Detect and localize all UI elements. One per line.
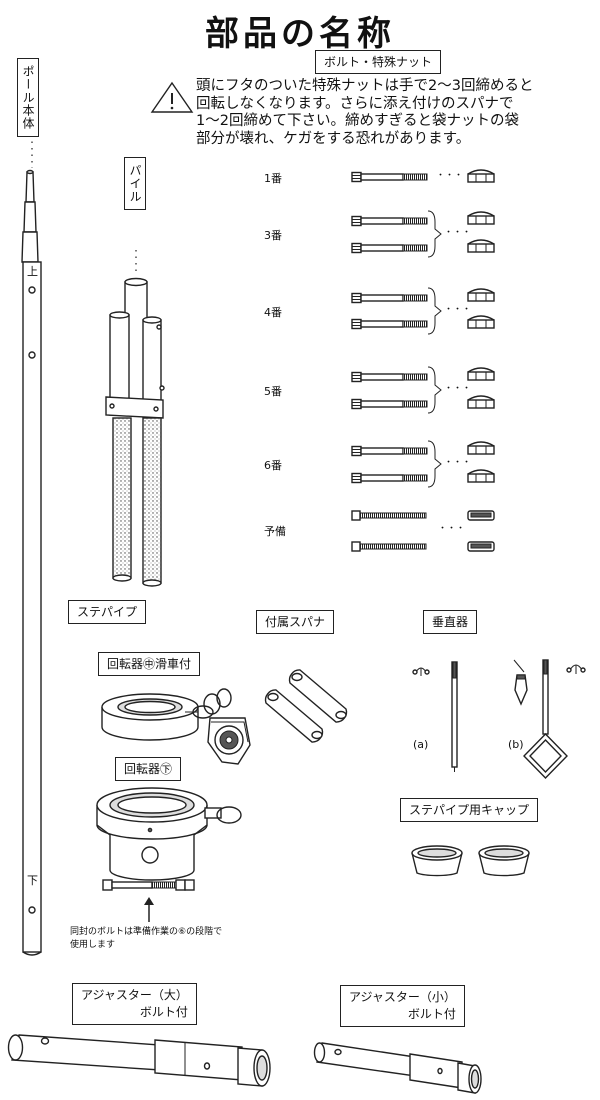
bolt-row-label: 4番 (264, 306, 282, 319)
pole-body-label: ポール本体 (17, 58, 39, 137)
warning-line: 頭にフタのついた特殊ナットは手で2〜3回締めると (196, 78, 534, 94)
rotator-large-drawing (96, 787, 242, 881)
rotator-bolt-drawing (102, 879, 195, 922)
bolt-note: 同封のボルトは準備作業の⑥の段階で 使用します (70, 926, 222, 952)
dots: ・・・ (444, 458, 472, 468)
bolt-nut-drawings (351, 169, 495, 552)
bolt-note-line: 同封のボルトは準備作業の⑥の段階で (70, 927, 223, 937)
rotator-large-label: 回転器㊦ (115, 757, 182, 781)
adjuster-small-label-line1: アジャスター（小） (349, 990, 456, 1004)
bolt-row-label: 6番 (264, 459, 282, 472)
adjuster-small-drawing (313, 1042, 482, 1094)
pole-top-mark: 上 (27, 265, 38, 278)
adjuster-small-label-line2: ボルト付 (407, 1007, 456, 1021)
plumb-variant-a: (a) (413, 738, 429, 751)
pole-body-drawing (21, 135, 42, 956)
pole-bottom-mark: 下 (27, 874, 38, 887)
adjuster-large-label-line1: アジャスター（大） (81, 988, 188, 1002)
rotator-small-drawing (101, 688, 251, 765)
adjuster-small-label: アジャスター（小） ボルト付 (340, 985, 465, 1027)
dots: ・・・ (444, 305, 472, 315)
dots: ・・・ (438, 524, 466, 534)
step-pipe-label: ステパイプ (68, 600, 147, 624)
bolt-row-label: 1番 (264, 172, 282, 185)
cap-drawing (411, 845, 530, 877)
warning-triangle-icon (150, 81, 194, 113)
adjuster-large-label-line2: ボルト付 (139, 1005, 188, 1019)
dots: ・・・ (436, 171, 464, 181)
plumb-label: 垂直器 (423, 610, 478, 634)
bolt-note-line: 使用します (70, 940, 116, 950)
pile-label: パイル (124, 157, 146, 210)
spanner-drawing (264, 669, 348, 743)
warning-line: 部分が壊れ、ケガをする恐れがあります。 (196, 130, 471, 147)
adjuster-large-label: アジャスター（大） ボルト付 (72, 983, 197, 1025)
pile-drawing (105, 250, 165, 587)
dots: ・・・ (444, 228, 472, 238)
plumb-drawing (412, 659, 586, 780)
page-title: 部品の名称 (205, 14, 395, 54)
bolt-row-label: 3番 (264, 229, 282, 242)
plumb-variant-b: (b) (508, 738, 524, 751)
bolt-row-label: 5番 (264, 385, 282, 398)
warning-line: 回転しなくなります。さらに添え付けのスパナで (196, 95, 514, 112)
rotator-small-label: 回転器㊥滑車付 (98, 652, 201, 676)
warning-text: 頭にフタのついた特殊ナットは手で2〜3回締めると 回転しなくなります。さらに添え… (196, 78, 596, 148)
dots: ・・・ (444, 384, 472, 394)
cap-label: ステパイプ用キャップ (400, 798, 539, 822)
bolt-nut-label: ボルト・特殊ナット (315, 50, 442, 74)
spanner-label: 付属スパナ (256, 610, 335, 634)
warning-line: 1〜2回締めて下さい。締めすぎると袋ナットの袋 (196, 113, 519, 129)
adjuster-large-drawing (7, 1034, 271, 1087)
bolt-row-label: 予備 (264, 525, 286, 538)
